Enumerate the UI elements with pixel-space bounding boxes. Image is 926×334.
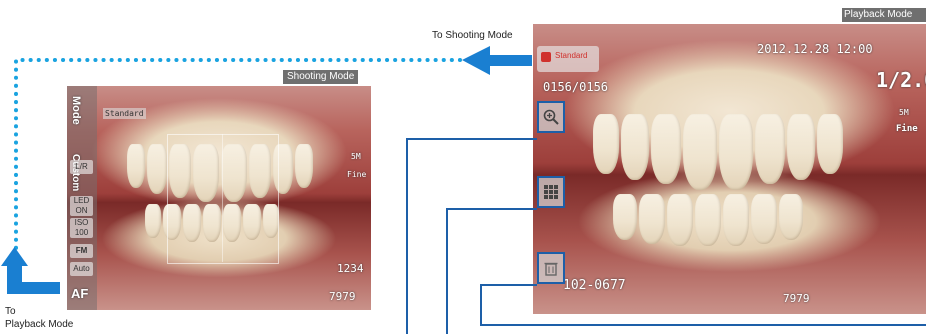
arrow-left-icon [462, 46, 532, 75]
to-playback-mode-line1: To [5, 306, 16, 317]
arrow-up-icon [1, 247, 60, 294]
to-playback-mode-line2: Playback Mode [5, 319, 73, 330]
delete-callout-line [481, 285, 926, 325]
dotted-mode-path [16, 60, 460, 250]
to-shooting-mode-label: To Shooting Mode [432, 30, 513, 41]
grid-callout-line [447, 209, 537, 334]
zoom-callout-line [407, 139, 537, 334]
